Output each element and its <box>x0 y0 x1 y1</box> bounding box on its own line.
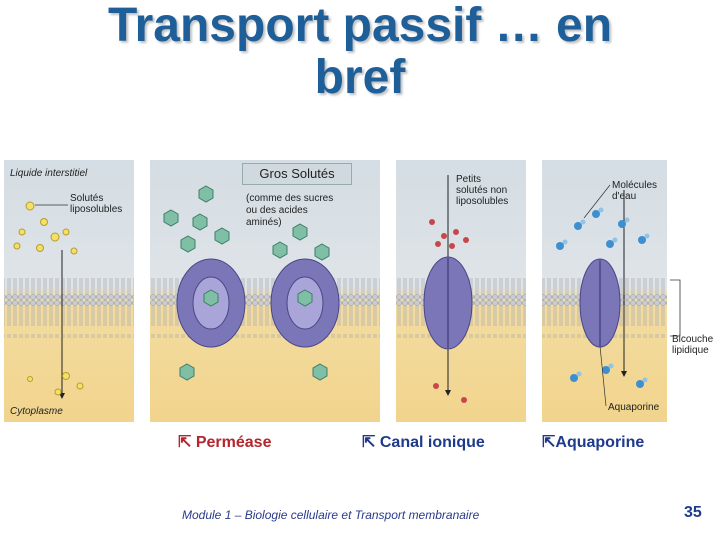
caption-arrow-icon: ⇱ <box>362 434 376 451</box>
water-molecules-bottom <box>570 363 648 388</box>
label-gros-desc-3: aminés) <box>246 217 282 228</box>
lipid-soluble-solutes-top <box>13 201 78 255</box>
caption-canal-label: Canal ionique <box>379 434 485 451</box>
caption-permease: ⇱ Perméase <box>178 432 271 452</box>
slide-title-line1: Transport passif … en <box>107 0 613 52</box>
lipid-soluble-solutes-bottom <box>27 372 84 396</box>
small-solutes-top <box>429 219 469 249</box>
water-molecules-top <box>556 207 650 250</box>
label-petits-2: solutés non <box>456 185 507 196</box>
bilayer-bracket: Bicouche lipidique <box>670 279 714 356</box>
caption-permease-label: Perméase <box>195 434 272 451</box>
label-bicouche-1: Bicouche <box>672 334 714 345</box>
panel-diffusion-simple: Liquide interstitiel Solutés liposoluble… <box>4 160 134 422</box>
caption-aquaporine-label: Aquaporine <box>555 434 645 451</box>
label-eau-2: d'eau <box>612 191 636 202</box>
ion-channel-protein <box>423 256 473 350</box>
gros-solutes-box: Gros Solutés <box>242 163 352 185</box>
label-gros-desc-1: (comme des sucres <box>246 193 333 204</box>
label-gros-desc-2: ou des acides <box>246 205 308 216</box>
caption-arrow-icon: ⇱ <box>178 434 192 451</box>
label-petits-3: liposolubles <box>456 196 508 207</box>
label-petits-1: Petits <box>456 174 481 185</box>
label-solutes-liposolubles-1: Solutés <box>70 193 103 204</box>
panel-canal-ionique: Petits solutés non liposolubles <box>396 160 526 422</box>
slide-title: Transport passif … en bref <box>0 0 720 104</box>
aquaporin-protein <box>579 258 621 348</box>
slide-footer: Module 1 – Biologie cellulaire et Transp… <box>182 508 480 522</box>
panel-aquaporine: Molécules d'eau Aquaporine <box>542 160 667 422</box>
permease-protein-open <box>176 258 246 348</box>
caption-canal: ⇱ Canal ionique <box>362 432 485 452</box>
caption-aquaporine: ⇱Aquaporine <box>542 432 644 452</box>
panel-permease: (comme des sucres ou des acides aminés) <box>150 160 380 422</box>
label-solutes-liposolubles-2: liposolubles <box>70 204 122 215</box>
label-liquide-interstitiel: Liquide interstitiel <box>10 168 88 179</box>
label-bicouche-2: lipidique <box>672 345 709 356</box>
large-solutes-bottom <box>179 363 328 381</box>
permease-protein-closed <box>270 258 340 348</box>
large-solutes-top <box>163 185 330 261</box>
page-number: 35 <box>684 504 702 521</box>
label-cytoplasme: Cytoplasme <box>10 406 63 417</box>
small-solutes-bottom <box>433 383 467 403</box>
slide-title-line2: bref <box>314 51 406 104</box>
label-aquaporine-fig: Aquaporine <box>608 402 660 413</box>
caption-arrow-icon: ⇱ <box>542 434 556 451</box>
label-eau-1: Molécules <box>612 180 657 191</box>
